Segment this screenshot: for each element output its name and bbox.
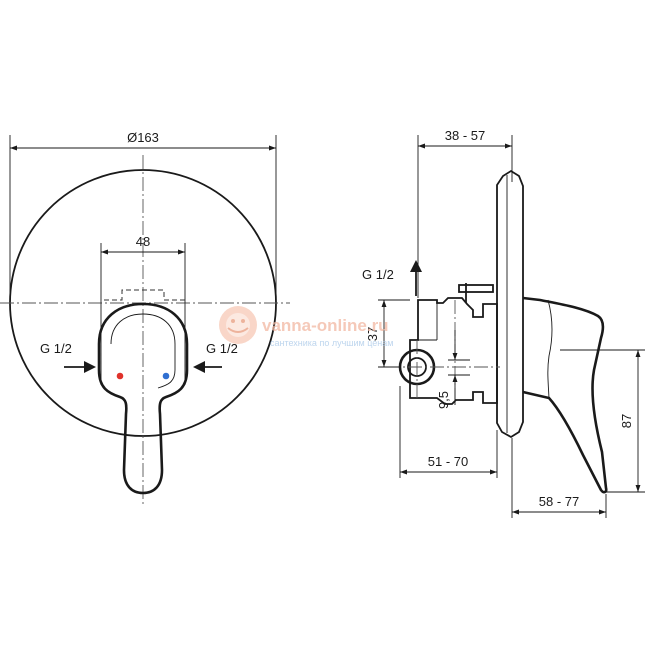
dim9-label: 9,5 (436, 391, 451, 409)
right-inlet-arrow-head (193, 361, 205, 373)
dim37-label: 37 (365, 327, 380, 341)
valve-body (409, 297, 498, 405)
watermark-site-text: vanna-online.ru (262, 316, 389, 335)
front-view: Ø163 48 G 1/2 G 1/2 (0, 130, 290, 505)
side-view: 38 - 57 G 1/2 37 9, (362, 128, 645, 518)
handle-side-profile (522, 296, 608, 494)
handle-side-contour (547, 299, 553, 399)
hidden-valve-body (100, 289, 186, 385)
right-inlet-label: G 1/2 (206, 341, 238, 356)
dim87-label: 87 (619, 414, 634, 428)
mixer-handle (97, 302, 189, 495)
watermark-tagline: сантехника по лучшим ценам (270, 338, 393, 348)
left-inlet-label: G 1/2 (40, 341, 72, 356)
watermark-logo-eye-left (231, 319, 235, 323)
wall-plate-side (496, 169, 524, 439)
watermark: vanna-online.ru сантехника по лучшим цен… (219, 306, 393, 348)
left-inlet-arrow-head (84, 361, 96, 373)
outlet-arrow-head (410, 260, 422, 272)
cold-indicator-dot (162, 372, 170, 380)
outlet-label: G 1/2 (362, 267, 394, 282)
width-label: 48 (136, 234, 150, 249)
stem-nut (458, 284, 494, 293)
depth-top-label: 38 - 57 (445, 128, 485, 143)
watermark-logo-smile (227, 327, 249, 333)
dim58-label: 58 - 77 (539, 494, 579, 509)
hot-indicator-dot (116, 372, 124, 380)
handle-inner-contour (110, 313, 176, 389)
watermark-logo-eye-right (241, 319, 245, 323)
watermark-logo-inner (226, 313, 250, 337)
diameter-label: Ø163 (127, 130, 159, 145)
dim51-label: 51 - 70 (428, 454, 468, 469)
